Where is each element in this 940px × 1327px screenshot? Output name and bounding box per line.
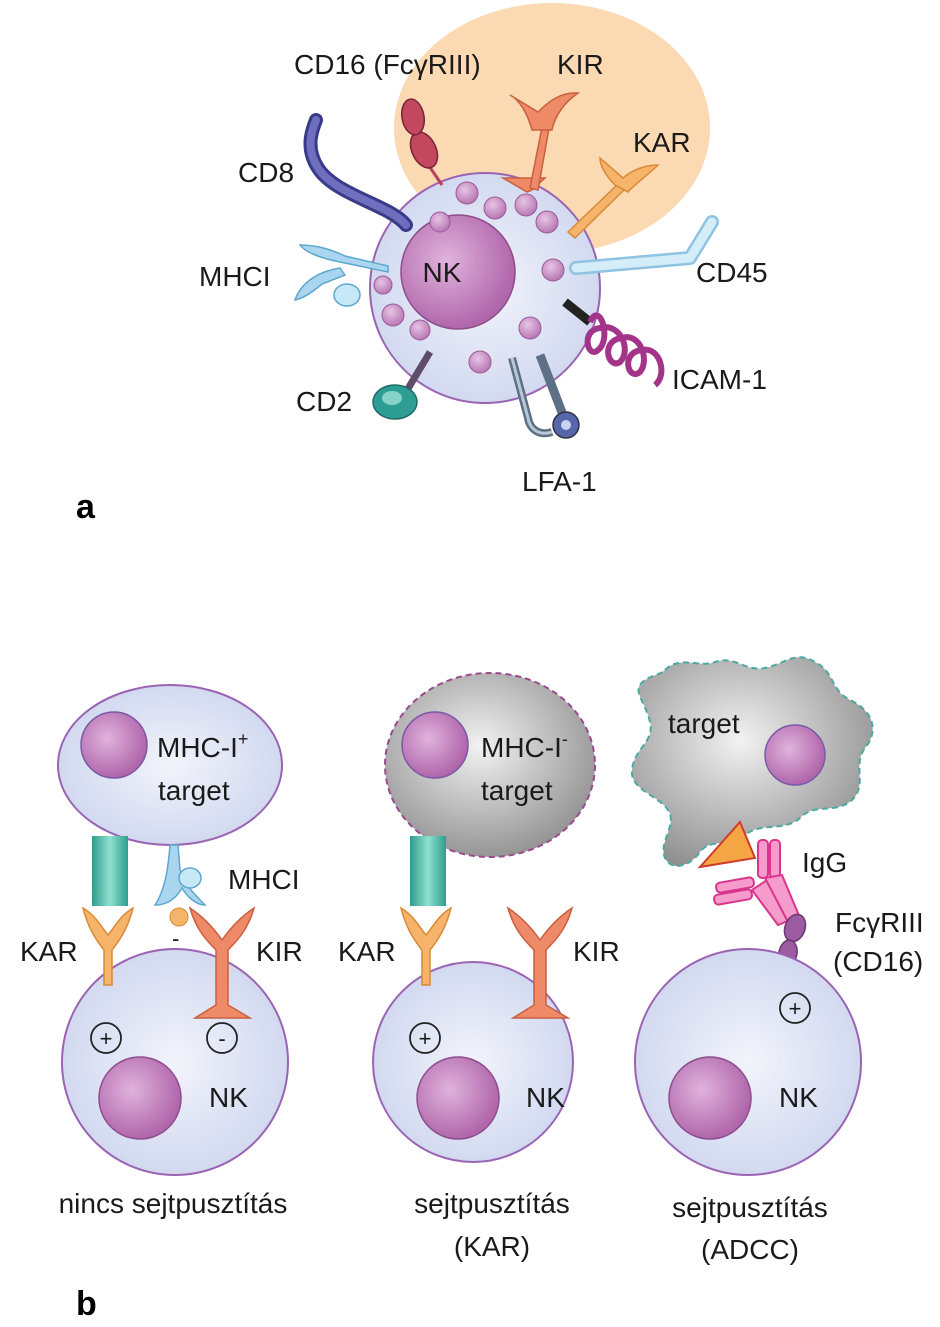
panel-b: MHC-I+ target MHCI NK KAR KIR - +	[20, 656, 924, 1323]
nk-label: NK	[209, 1082, 248, 1113]
cd16-label: CD16 (FcγRIII)	[294, 49, 481, 80]
panel-a-letter: a	[76, 488, 96, 526]
granule	[518, 316, 542, 340]
nk-cell	[634, 948, 862, 1176]
target-nucleus	[80, 711, 148, 779]
nk-label: NK	[779, 1082, 818, 1113]
caption-line2: (KAR)	[454, 1231, 530, 1262]
cd8-receptor	[303, 113, 413, 232]
kar-ligand-bars	[92, 836, 128, 906]
target-label: MHC-I+	[157, 729, 248, 763]
nk-label: NK	[423, 257, 462, 288]
kir-receptor	[500, 92, 581, 193]
igg-label: IgG	[802, 847, 847, 878]
antigen	[697, 820, 757, 869]
target-label: target	[668, 708, 740, 739]
granule	[541, 258, 565, 282]
mhci-molecule	[293, 244, 389, 307]
granule	[429, 211, 451, 233]
cd2-receptor	[372, 350, 434, 420]
cd2-label: CD2	[296, 386, 352, 417]
kir-label: KIR	[256, 936, 303, 967]
icam1-label: ICAM-1	[672, 364, 767, 395]
kar-label: KAR	[633, 127, 691, 158]
nk-label: NK	[526, 1082, 565, 1113]
plus-sign-circle	[779, 992, 811, 1024]
granule	[514, 193, 538, 217]
nk-cell	[61, 948, 289, 1176]
cd8-label: CD8	[238, 157, 294, 188]
minus-sign-circle	[206, 1022, 238, 1054]
caption-line1: sejtpusztítás	[672, 1192, 828, 1223]
igg-antibody	[713, 839, 802, 927]
kar-label: KAR	[338, 936, 396, 967]
granule	[535, 210, 559, 234]
mhci-label: MHCI	[199, 261, 271, 292]
granule	[468, 350, 492, 374]
minus-small: -	[172, 926, 179, 951]
caption: nincs sejtpusztítás	[59, 1188, 288, 1219]
nk-nucleus	[416, 1056, 500, 1140]
fc-label-1: FcγRIII	[835, 907, 924, 938]
cd16-receptor	[400, 98, 444, 186]
cd45-label: CD45	[696, 257, 768, 288]
granule	[455, 181, 479, 205]
granule	[483, 196, 507, 220]
kir-receptor	[506, 906, 574, 1019]
mhci-molecule	[153, 844, 207, 927]
icam1-receptor	[562, 298, 665, 388]
panel-b-letter: b	[76, 1285, 97, 1323]
fc-label-2: (CD16)	[833, 946, 923, 977]
panel-a: NK	[76, 3, 768, 526]
kir-label: KIR	[557, 49, 604, 80]
target-nucleus	[764, 724, 826, 786]
irregular-target-cell	[630, 656, 874, 867]
target-label: MHC-I-	[481, 729, 568, 763]
scenario-right: target IgG FcγRIII (CD16) N	[630, 656, 924, 1265]
caption-line2: (ADCC)	[701, 1234, 799, 1265]
scenario-left: MHC-I+ target MHCI NK KAR KIR - +	[20, 684, 303, 1219]
caption-line1: sejtpusztítás	[414, 1188, 570, 1219]
nk-nucleus	[98, 1056, 182, 1140]
nk-nucleus	[668, 1056, 752, 1140]
kar-receptor	[399, 906, 453, 986]
granule	[373, 275, 393, 295]
inhibitory-ligand	[169, 907, 189, 927]
plus-sign-circle	[90, 1022, 122, 1054]
cd45-receptor	[569, 215, 719, 275]
kar-receptor	[566, 156, 660, 240]
granule	[409, 319, 431, 341]
kar-receptor	[81, 906, 135, 986]
plus-sign: +	[100, 1026, 113, 1051]
nk-nucleus	[400, 214, 516, 330]
minus-sign: -	[218, 1026, 225, 1051]
lfa1-label: LFA-1	[522, 466, 597, 497]
kir-label: KIR	[573, 936, 620, 967]
plus-sign: +	[419, 1026, 432, 1051]
scenario-middle: MHC-I- target NK KAR KIR + sejtpusztítás…	[338, 672, 620, 1262]
kar-ligand-bars	[410, 836, 446, 906]
lfa1-receptor	[508, 353, 580, 439]
target-label-2: target	[158, 775, 230, 806]
target-label-2: target	[481, 775, 553, 806]
granules	[373, 181, 565, 374]
kir-receptor	[188, 906, 256, 1019]
target-nucleus	[401, 711, 469, 779]
kar-label: KAR	[20, 936, 78, 967]
plus-sign: +	[789, 996, 802, 1021]
mhci-label: MHCI	[228, 864, 300, 895]
plus-sign-circle	[409, 1022, 441, 1054]
granule	[381, 303, 405, 327]
